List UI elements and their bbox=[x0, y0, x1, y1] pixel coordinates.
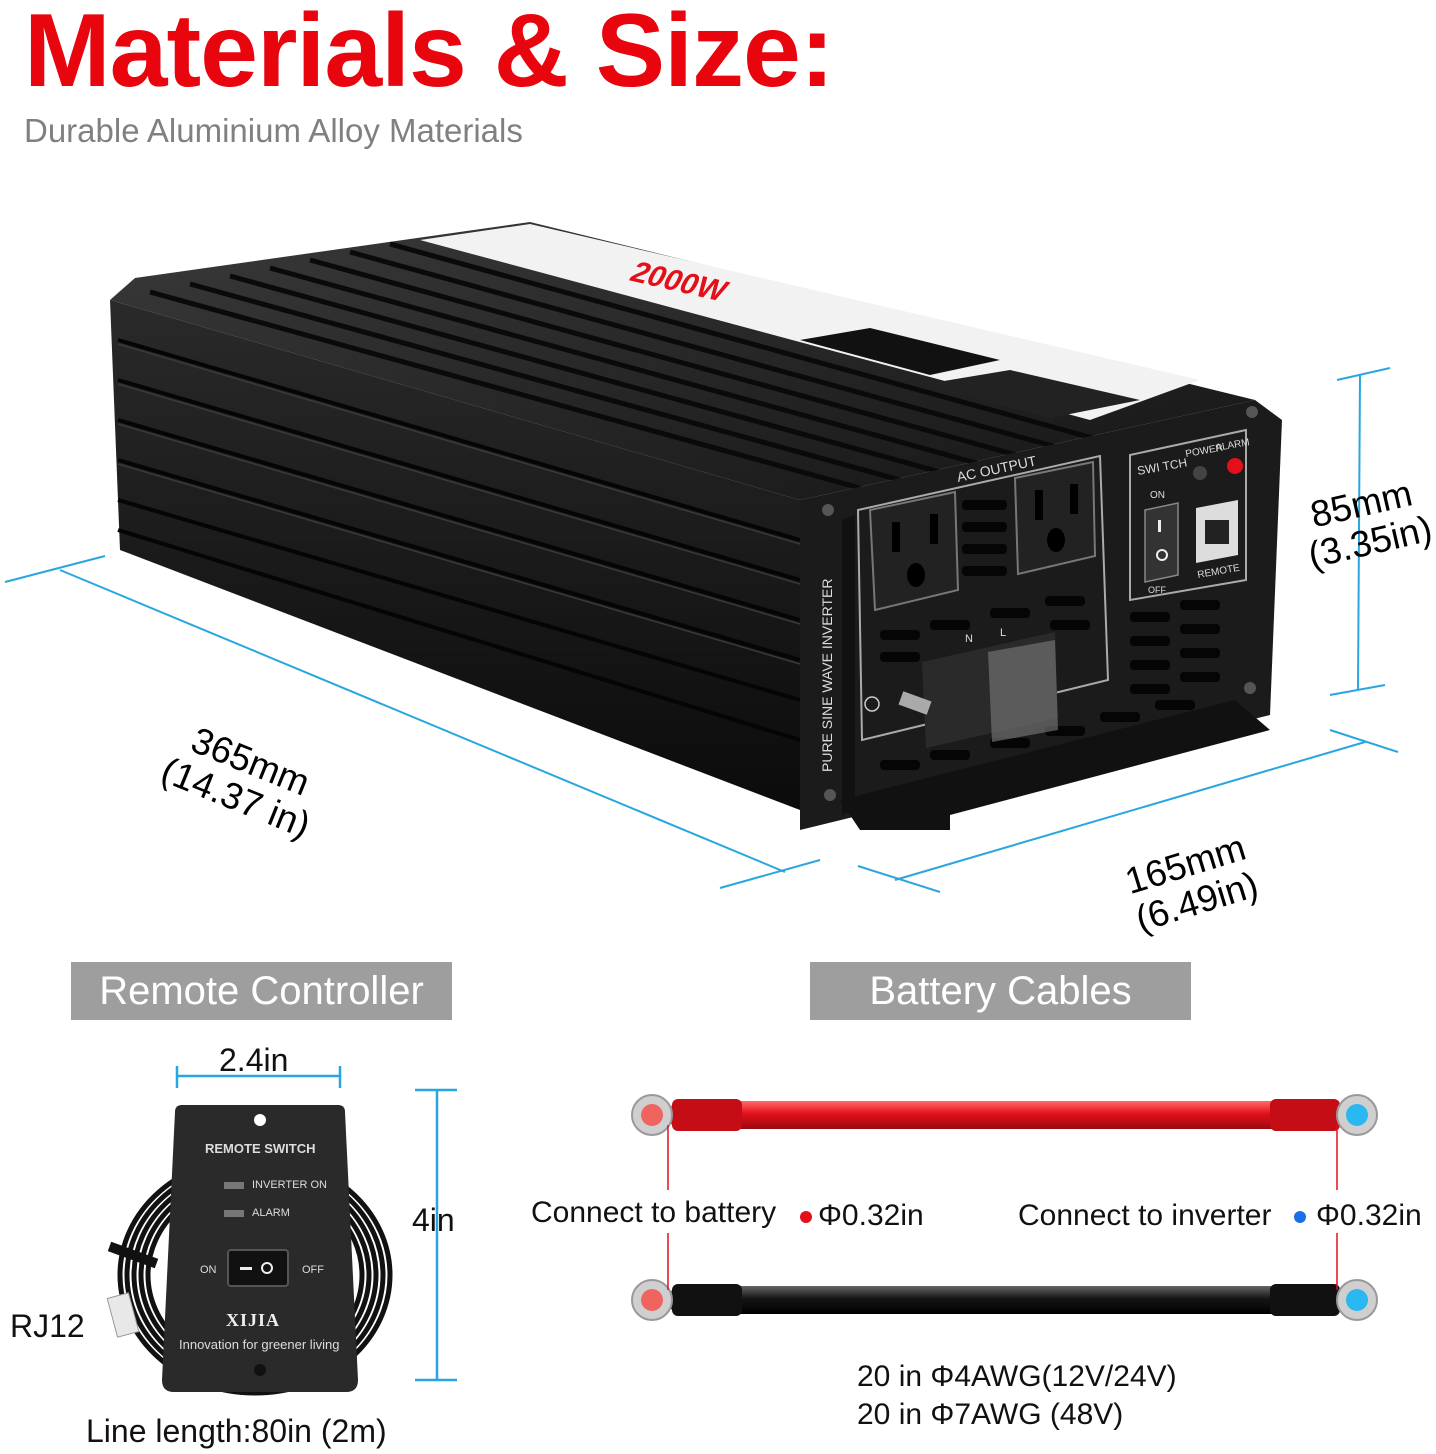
terminal-line-label: L bbox=[1000, 627, 1006, 639]
remote-line-length-label: Line length:80in (2m) bbox=[86, 1413, 387, 1449]
alarm-led bbox=[1227, 458, 1243, 474]
ground-terminal bbox=[864, 696, 880, 712]
pure-sine-wave-side-text: PURE SINE WAVE INVERTER bbox=[819, 579, 835, 772]
remote-inverter-on-label: INVERTER ON bbox=[252, 1179, 327, 1191]
remote-tagline: Innovation for greener living bbox=[179, 1337, 340, 1352]
cable-spec-line-2: 20 in Φ7AWG (48V) bbox=[857, 1398, 1124, 1431]
negative-terminal-right bbox=[1346, 1289, 1368, 1311]
positive-terminal-left bbox=[641, 1104, 663, 1126]
remote-brand-logo: XIJIA bbox=[226, 1310, 281, 1330]
positive-battery-cable bbox=[631, 1094, 1378, 1136]
remote-alarm-label: ALARM bbox=[252, 1207, 290, 1219]
switch-off-label: OFF bbox=[1148, 585, 1166, 595]
ac-outlet-left bbox=[868, 490, 960, 612]
inverter-cooling-fins bbox=[117, 338, 801, 742]
battery-cables-section-title: Battery Cables bbox=[810, 962, 1191, 1020]
front-vent-slots bbox=[880, 500, 1220, 770]
remote-panel-title: REMOTE SWITCH bbox=[205, 1141, 316, 1156]
page-headline: Materials & Size: bbox=[24, 0, 835, 109]
cable-spec-line-1: 20 in Φ4AWG(12V/24V) bbox=[857, 1360, 1177, 1393]
connect-to-battery-label: Connect to battery bbox=[531, 1196, 777, 1229]
remote-width-label: 2.4in bbox=[219, 1042, 289, 1078]
connect-to-inverter-label: Connect to inverter bbox=[1018, 1199, 1272, 1232]
remote-on-label: ON bbox=[200, 1264, 217, 1276]
page-subheadline: Durable Aluminium Alloy Materials bbox=[24, 112, 523, 149]
remote-rocker-switch bbox=[227, 1249, 289, 1287]
dimension-lines bbox=[4, 367, 1399, 893]
terminal-clear-cover bbox=[988, 640, 1058, 742]
ac-outlet-right bbox=[1013, 460, 1097, 576]
inverter-end-diameter: Φ0.32in bbox=[1316, 1199, 1422, 1232]
remote-height-label: 4in bbox=[412, 1202, 455, 1238]
power-led bbox=[1193, 466, 1207, 480]
rj12-connector-label: RJ12 bbox=[10, 1308, 85, 1344]
remote-panel bbox=[162, 1105, 358, 1392]
terminal-neutral-label: N bbox=[965, 633, 973, 645]
negative-terminal-left bbox=[641, 1289, 663, 1311]
rj12-plug-icon bbox=[106, 1241, 159, 1338]
remote-controller-section-title: Remote Controller bbox=[71, 962, 452, 1020]
power-rocker-switch bbox=[1144, 502, 1179, 583]
battery-end-diameter: Φ0.32in bbox=[818, 1199, 924, 1232]
negative-battery-cable bbox=[631, 1279, 1378, 1321]
remote-off-label: OFF bbox=[302, 1264, 324, 1276]
switch-panel bbox=[1129, 428, 1247, 602]
inverter-connector-dot bbox=[1294, 1211, 1306, 1223]
switch-on-label: ON bbox=[1150, 490, 1165, 501]
inverter-mounting-base bbox=[840, 700, 1270, 830]
battery-connector-dot bbox=[800, 1211, 812, 1223]
positive-terminal-right bbox=[1346, 1104, 1368, 1126]
ac-output-panel bbox=[856, 454, 1110, 742]
